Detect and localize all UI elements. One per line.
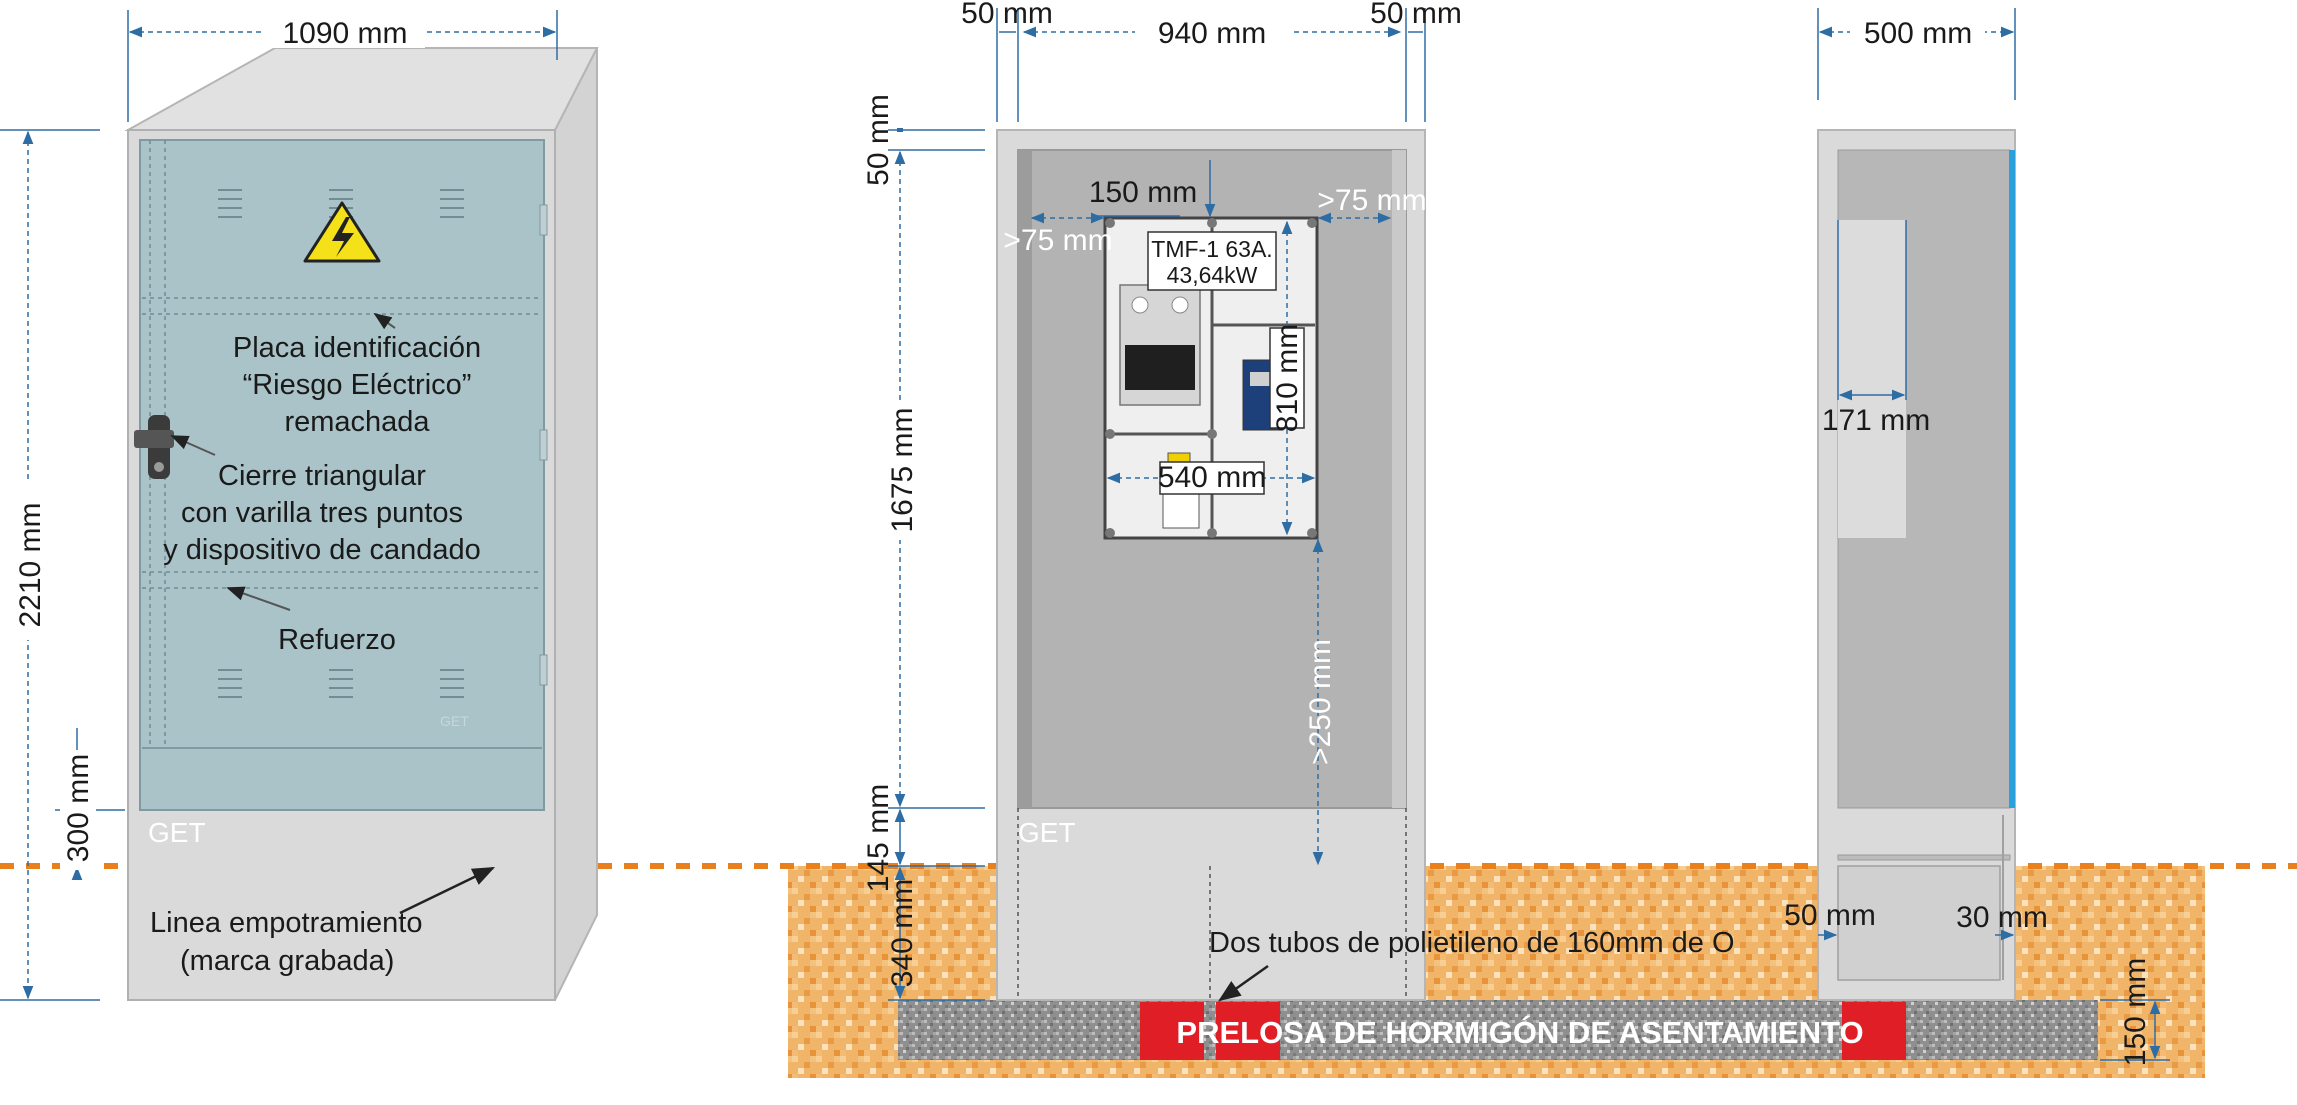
front-view: GET GET Placa identificación “Riesgo Elé… xyxy=(0,10,599,1001)
triangular-lock-handle-icon xyxy=(134,415,174,479)
dim-module-width: 540 mm xyxy=(1158,461,1266,494)
front-side-panel xyxy=(554,47,598,1001)
dim-inner-width: 940 mm xyxy=(1158,17,1266,50)
dim-side-depth: 500 mm xyxy=(1864,17,1972,50)
tube-side xyxy=(1842,1002,1906,1060)
dim-side-panel: 171 mm xyxy=(1822,404,1930,437)
dim-floor-clear: >250 mm xyxy=(1304,639,1337,765)
dim-buried: 340 mm xyxy=(886,879,919,987)
label-cierre-1: Cierre triangular xyxy=(218,460,426,492)
breaker-device xyxy=(1162,491,1200,529)
dim-front-height: 2210 mm xyxy=(14,502,47,627)
dim-plinth: 145 mm xyxy=(862,784,895,892)
side-blue-strip xyxy=(2009,150,2015,808)
front-brand-small: GET xyxy=(440,713,469,729)
dim-side-clear-right: >75 mm xyxy=(1317,184,1426,217)
dim-margin-right: 50 mm xyxy=(1370,0,1462,30)
tube-1 xyxy=(1140,1002,1204,1060)
interior-view: GET xyxy=(862,0,1735,1002)
vent-slot-icon xyxy=(218,189,464,698)
label-refuerzo: Refuerzo xyxy=(278,624,396,656)
side-panel xyxy=(1838,220,1906,538)
label-placa-1: Placa identificación xyxy=(233,332,481,364)
label-placa-2: “Riesgo Eléctrico” xyxy=(243,369,472,401)
meter-label-2: 43,64kW xyxy=(1167,262,1258,288)
dim-front-width: 1090 mm xyxy=(282,17,407,50)
label-cierre-3: y dispositivo de candado xyxy=(163,534,481,566)
label-linea-1: Linea empotramiento xyxy=(150,907,422,939)
dim-side-clear-left: >75 mm xyxy=(1003,224,1112,257)
dim-module-height: 810 mm xyxy=(1271,324,1304,432)
tubes-label: Dos tubos de polietileno de 160mm de O xyxy=(1209,927,1735,959)
dim-inner-height: 1675 mm xyxy=(886,407,919,532)
dim-side-wall-left: 50 mm xyxy=(1784,899,1876,932)
interior-brand: GET xyxy=(1018,817,1076,848)
dim-side-wall-right: 30 mm xyxy=(1956,901,2048,934)
dim-top-clear: 150 mm xyxy=(1089,176,1197,209)
label-linea-2: (marca grabada) xyxy=(180,945,394,977)
dim-front-base: 300 mm xyxy=(62,754,95,862)
dim-slab-height: 150 mm xyxy=(2119,958,2152,1066)
dim-top-margin: 50 mm xyxy=(862,94,895,186)
side-view: 500 mm 171 mm 50 mm 30 mm 150 mm xyxy=(1784,8,2170,1066)
front-top-panel xyxy=(124,47,599,131)
dim-margin-left: 50 mm xyxy=(961,0,1053,30)
meter-label-1: TMF-1 63A. xyxy=(1151,236,1272,262)
tube-2 xyxy=(1216,1002,1280,1060)
label-placa-3: remachada xyxy=(284,406,430,438)
slab-label: PRELOSA DE HORMIGÓN DE ASENTAMIENTO xyxy=(1176,1014,1863,1050)
label-cierre-2: con varilla tres puntos xyxy=(181,497,463,529)
front-brand: GET xyxy=(148,817,206,848)
high-voltage-warning-icon xyxy=(303,201,381,263)
